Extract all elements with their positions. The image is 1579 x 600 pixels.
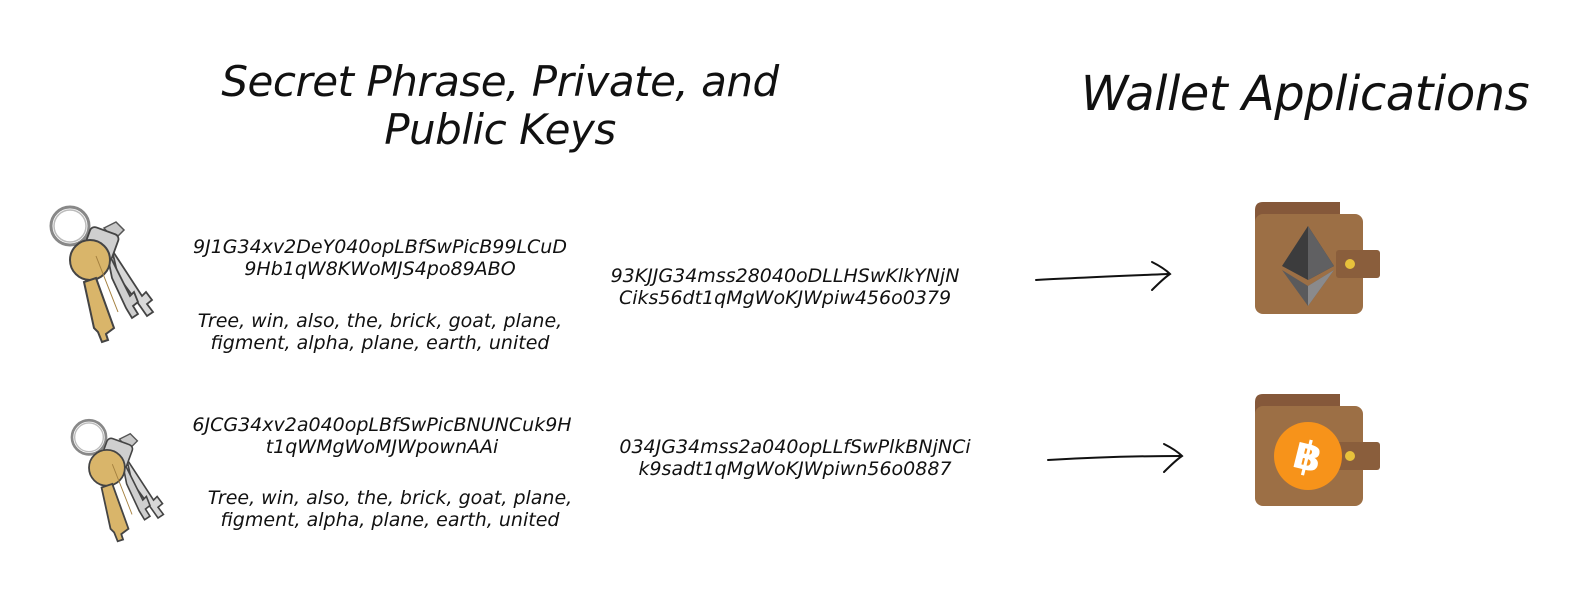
private-key: 6JCG34xv2a040opLBfSwPicBNUNCuk9H t1qWMgW… [192, 414, 572, 458]
secret-phrase: Tree, win, also, the, brick, goat, plane… [197, 310, 563, 354]
keys-icon [49, 205, 155, 344]
keys-title: Secret Phrase, Private, and Public Keys [221, 57, 779, 154]
ethereum-icon [1282, 226, 1334, 306]
arrow-icon [1035, 261, 1172, 291]
bitcoin-icon: ฿ [1274, 422, 1342, 490]
bitcoin-wallet-icon: ฿ [1255, 394, 1380, 506]
secret-phrase: Tree, win, also, the, brick, goat, plane… [207, 487, 573, 531]
keys-icon [70, 418, 165, 543]
wallets-title: Wallet Applications [1080, 66, 1530, 122]
private-key: 9J1G34xv2DeY040opLBfSwPicB99LCuD 9Hb1qW8… [193, 236, 567, 280]
public-key: 034JG34mss2a040opLLfSwPlkBNjNCi k9sadt1q… [619, 436, 971, 480]
arrow-icon [1047, 443, 1184, 473]
ethereum-wallet-icon [1255, 202, 1380, 314]
public-key: 93KJJG34mss28040oDLLHSwKlkYNjN Ciks56dt1… [610, 265, 960, 309]
